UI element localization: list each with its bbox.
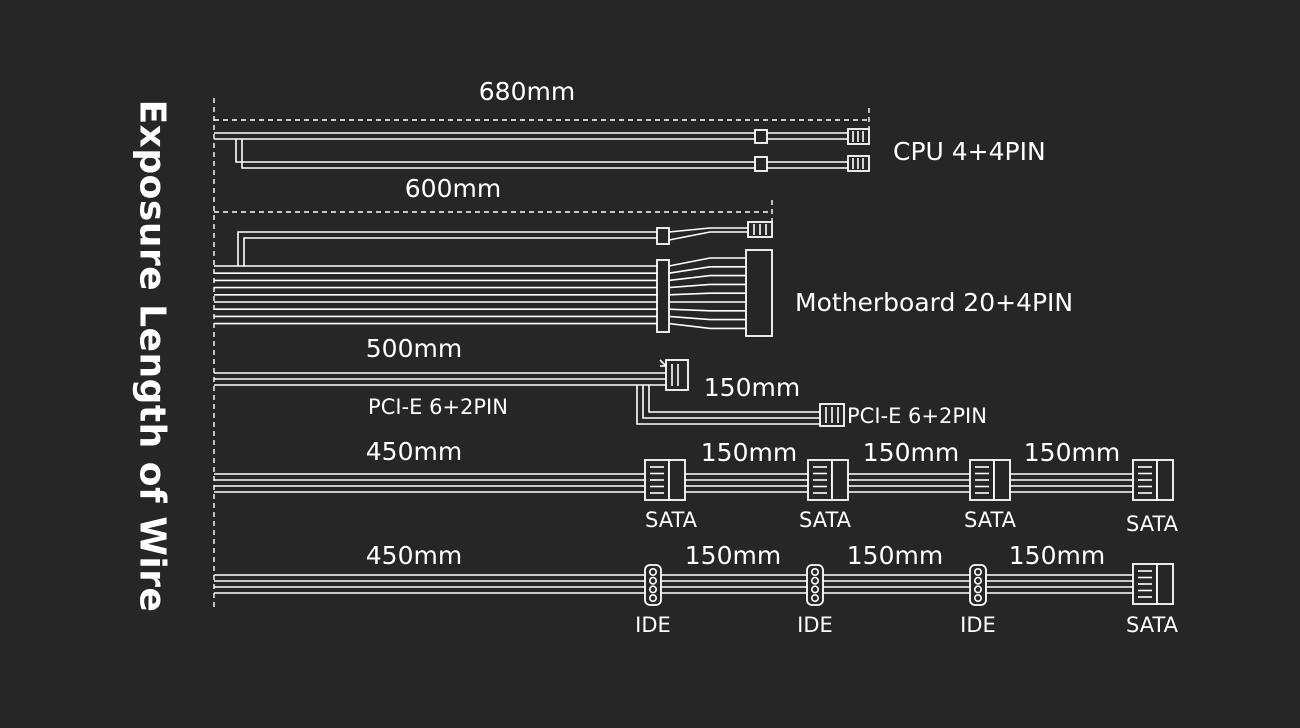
- motherboard-wire: [214, 265, 748, 275]
- motherboard-wire: [214, 308, 748, 312]
- motherboard-wire: [214, 322, 748, 330]
- ide-connector-2-label: IDE: [797, 613, 833, 637]
- motherboard-bundle-sleeve: [656, 259, 670, 333]
- ide-segment-3-length: 150mm: [1009, 541, 1105, 570]
- sata-segment-2-length: 150mm: [863, 438, 959, 467]
- pcie-connector-main: [665, 359, 689, 391]
- sata-connector-1: [644, 459, 686, 501]
- sata-connector-1-label: SATA: [645, 508, 698, 532]
- motherboard-connector-label: Motherboard 20+4PIN: [795, 288, 1073, 317]
- sata-segment-1-length: 150mm: [701, 438, 797, 467]
- motherboard-wire: [214, 283, 748, 289]
- pcie-length-label: 500mm: [366, 334, 462, 363]
- pcie-extension-label: PCI-E 6+2PIN: [847, 404, 987, 428]
- ide-connector-1: [644, 564, 662, 606]
- motherboard-wire: [214, 274, 748, 282]
- sata-connector-2: [807, 459, 849, 501]
- motherboard-wire: [214, 257, 748, 267]
- sata-connector-4-label: SATA: [1126, 512, 1179, 536]
- sata-connector-2-label: SATA: [799, 508, 852, 532]
- ide-connector-2: [806, 564, 824, 606]
- cpu-length-label: 680mm: [479, 77, 575, 106]
- ide-length-label: 450mm: [366, 541, 462, 570]
- ide-segment-2-length: 150mm: [847, 541, 943, 570]
- ide-connector-3: [969, 564, 987, 606]
- sata-connector-3-label: SATA: [964, 508, 1017, 532]
- ide-chain-sata-connector: [1132, 563, 1174, 605]
- motherboard-wire: [214, 315, 748, 321]
- pcie-connector-label: PCI-E 6+2PIN: [368, 395, 508, 419]
- ide-connector-3-label: IDE: [960, 613, 996, 637]
- motherboard-20pin-connector: [745, 249, 773, 337]
- ide-connector-4-label: SATA: [1126, 613, 1179, 637]
- ide-segment-1-length: 150mm: [685, 541, 781, 570]
- sata-segment-3-length: 150mm: [1024, 438, 1120, 467]
- cpu-connector-label: CPU 4+4PIN: [893, 137, 1046, 166]
- sata-length-label: 450mm: [366, 437, 462, 466]
- motherboard-cable: 600mm Motherboard 20+4PIN: [214, 174, 1073, 337]
- motherboard-length-label: 600mm: [405, 174, 501, 203]
- motherboard-wire: [214, 292, 748, 296]
- ide-cable: 450mm 150mm 150mm 150mm IDE IDE IDE SATA: [214, 541, 1179, 637]
- cpu-cable: 680mm CPU 4+4PIN: [214, 77, 1046, 172]
- sata-cable: 450mm 150mm 150mm 150mm SATA SATA SATA S…: [214, 437, 1179, 536]
- ide-connector-1-label: IDE: [635, 613, 671, 637]
- sata-connector-4: [1132, 459, 1174, 501]
- sata-connector-3: [969, 459, 1011, 501]
- pcie-cable: 500mm PCI-E 6+2PIN 150mm PCI-E 6+2PIN: [214, 334, 987, 428]
- pcie-extension-length: 150mm: [704, 373, 800, 402]
- cpu-connector-sleeve: [754, 129, 768, 144]
